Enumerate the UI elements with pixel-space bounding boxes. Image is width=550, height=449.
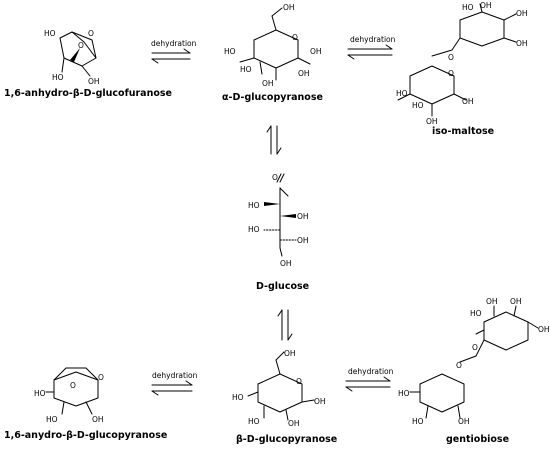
atom-oh: OH [288,419,300,428]
atom-oh: OH [297,236,309,245]
molecule-beta-glucopyranose: OH O HO OH HO OH [232,349,326,428]
atom-ho: HO [248,225,260,234]
label-beta-glucopyranose: β-D-glucopyranose [236,434,337,445]
atom-o: O [98,373,104,382]
molecule-anhydro-furanose: HO O O HO OH [44,29,100,86]
atom-oh: OH [262,79,274,88]
arrow-label-top-left: dehydration [151,39,197,48]
atom-o: O [292,33,298,42]
atom-o: O [88,29,94,38]
atom-oh: OH [462,97,474,106]
atom-o: O [472,343,478,352]
atom-o: O [78,41,84,50]
equilibrium-arrow-vertical-bottom [277,309,293,341]
molecule-gentiobiose: HO OH OH OH O O HO HO OH [398,297,550,426]
atom-oh: OH [92,415,104,424]
atom-ho: HO [232,393,244,402]
atom-ho: HO [470,309,482,318]
label-anhydro-furanose: 1,6-anhydro-β-D-glucofuranose [4,88,172,99]
molecule-d-glucose: O HO OH HO OH OH [248,173,309,268]
atom-ho: HO [44,29,56,38]
atom-ho: HO [396,89,408,98]
label-alpha-glucopyranose: α-D-glucopyranose [222,92,323,103]
atom-oh: OH [283,3,295,12]
atom-ho: HO [412,417,424,426]
atom-o: O [456,361,462,370]
label-gentiobiose: gentiobiose [446,434,509,445]
atom-oh: OH [516,39,528,48]
atom-ho: HO [34,389,46,398]
label-d-glucose: D-glucose [256,281,309,292]
atom-oh: OH [486,297,498,306]
molecule-anhydro-pyranose: O O HO HO OH [34,367,104,424]
molecule-alpha-glucopyranose: OH O HO OH HO OH OH [224,3,322,88]
atom-ho: HO [52,73,64,82]
molecule-iso-maltose: HO OH OH OH O O HO HO OH OH [396,1,528,126]
arrow-label-top-right: dehydration [350,35,396,44]
atom-ho: HO [224,47,236,56]
atom-oh: OH [510,297,522,306]
arrow-label-bottom-left: dehydration [152,371,198,380]
atom-o: O [448,69,454,78]
equilibrium-arrow-bottom-left [151,380,193,396]
atom-oh: OH [284,349,296,358]
atom-o: O [448,53,454,62]
atom-oh: OH [310,47,322,56]
atom-ho: HO [46,415,58,424]
atom-ho: HO [398,389,410,398]
atom-ho: HO [248,201,260,210]
equilibrium-arrow-top-left [151,48,191,64]
atom-o: O [70,381,76,390]
atom-oh: OH [314,397,326,406]
equilibrium-arrow-vertical-top [266,125,282,155]
atom-ho: HO [412,101,424,110]
atom-ho: HO [248,417,260,426]
label-iso-maltose: iso-maltose [432,126,494,137]
label-anhydro-pyranose: 1,6-anydro-β-D-glucopyranose [4,430,167,441]
arrow-label-bottom-right: dehydration [348,367,394,376]
atom-oh: OH [88,77,100,86]
atom-oh: OH [458,417,470,426]
atom-o: O [296,377,302,386]
atom-o: O [272,173,278,182]
atom-oh: OH [516,9,528,18]
atom-oh: OH [280,259,292,268]
atom-oh: OH [297,212,309,221]
atom-oh: OH [480,1,492,10]
atom-ho: HO [240,65,252,74]
equilibrium-arrow-top-right [347,44,393,60]
atom-ho: HO [462,3,474,12]
equilibrium-arrow-bottom-right [345,376,391,392]
atom-oh: OH [538,325,550,334]
atom-oh: OH [426,117,438,126]
atom-oh: OH [298,69,310,78]
